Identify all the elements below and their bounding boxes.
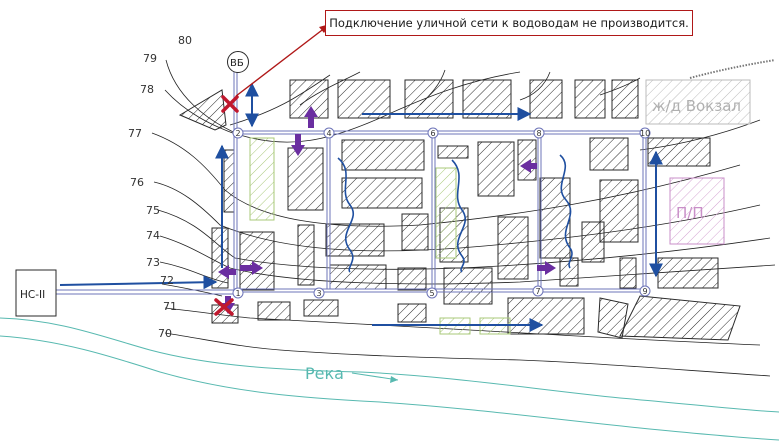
node-4: 4 — [323, 127, 335, 139]
node-label: 6 — [431, 129, 436, 138]
node-1: 1 — [232, 287, 244, 299]
pipe-network — [56, 58, 647, 295]
railway-track — [689, 59, 776, 79]
contour-label: 76 — [130, 176, 144, 189]
note-text: Подключение уличной сети к водоводам не … — [329, 16, 689, 30]
node-7: 7 — [532, 285, 544, 297]
node-8: 8 — [533, 127, 545, 139]
contour-label: 78 — [140, 83, 154, 96]
node-3: 3 — [313, 287, 325, 299]
railway-station-label: ж/д Вокзал — [652, 97, 741, 115]
contour-label: 75 — [146, 204, 160, 217]
node-2: 2 — [232, 127, 244, 139]
contour-label: 71 — [163, 300, 177, 313]
node-label: 10 — [640, 129, 650, 138]
contour-label: 70 — [158, 327, 172, 340]
industrial-site — [669, 177, 725, 245]
node-label: 5 — [430, 289, 435, 298]
node-10: 10 — [639, 127, 651, 139]
network-nodes: 1 2 3 4 5 6 7 8 9 10 — [232, 127, 651, 299]
contour-label: 73 — [146, 256, 160, 269]
contour-label: 74 — [146, 229, 160, 242]
contour-label: 77 — [128, 127, 142, 140]
node-label: 7 — [536, 287, 541, 296]
node-label: 3 — [317, 289, 322, 298]
river-label: Река — [305, 364, 344, 383]
contour-label: 80 — [178, 34, 192, 47]
wavy-flow-lines — [337, 154, 573, 273]
pump-station-label: НС-II — [20, 289, 45, 301]
industrial-site-label: П/П — [676, 204, 704, 222]
node-label: 4 — [327, 129, 332, 138]
contour-labels: 80 79 78 77 76 75 74 73 72 71 70 — [128, 34, 192, 340]
contour-label: 79 — [143, 52, 157, 65]
river-flow-arrow — [351, 372, 399, 383]
flow-arrows — [59, 82, 663, 332]
note-leader-line — [235, 23, 331, 97]
node-6: 6 — [427, 127, 439, 139]
node-label: 2 — [236, 129, 241, 138]
cross-cut-icon — [214, 95, 239, 316]
note-callout: Подключение уличной сети к водоводам не … — [325, 10, 693, 36]
node-5: 5 — [426, 287, 438, 299]
river — [0, 317, 779, 441]
contour-label: 72 — [160, 274, 174, 287]
railway-station — [645, 79, 751, 125]
water-tower-label: ВБ — [230, 58, 244, 69]
node-label: 1 — [236, 289, 241, 298]
building-blocks — [178, 79, 741, 341]
node-9: 9 — [639, 285, 651, 297]
pump-station-icon: НС-II — [15, 269, 57, 317]
water-tower: ВБ — [227, 51, 249, 73]
node-label: 9 — [643, 287, 648, 296]
node-label: 8 — [537, 129, 542, 138]
